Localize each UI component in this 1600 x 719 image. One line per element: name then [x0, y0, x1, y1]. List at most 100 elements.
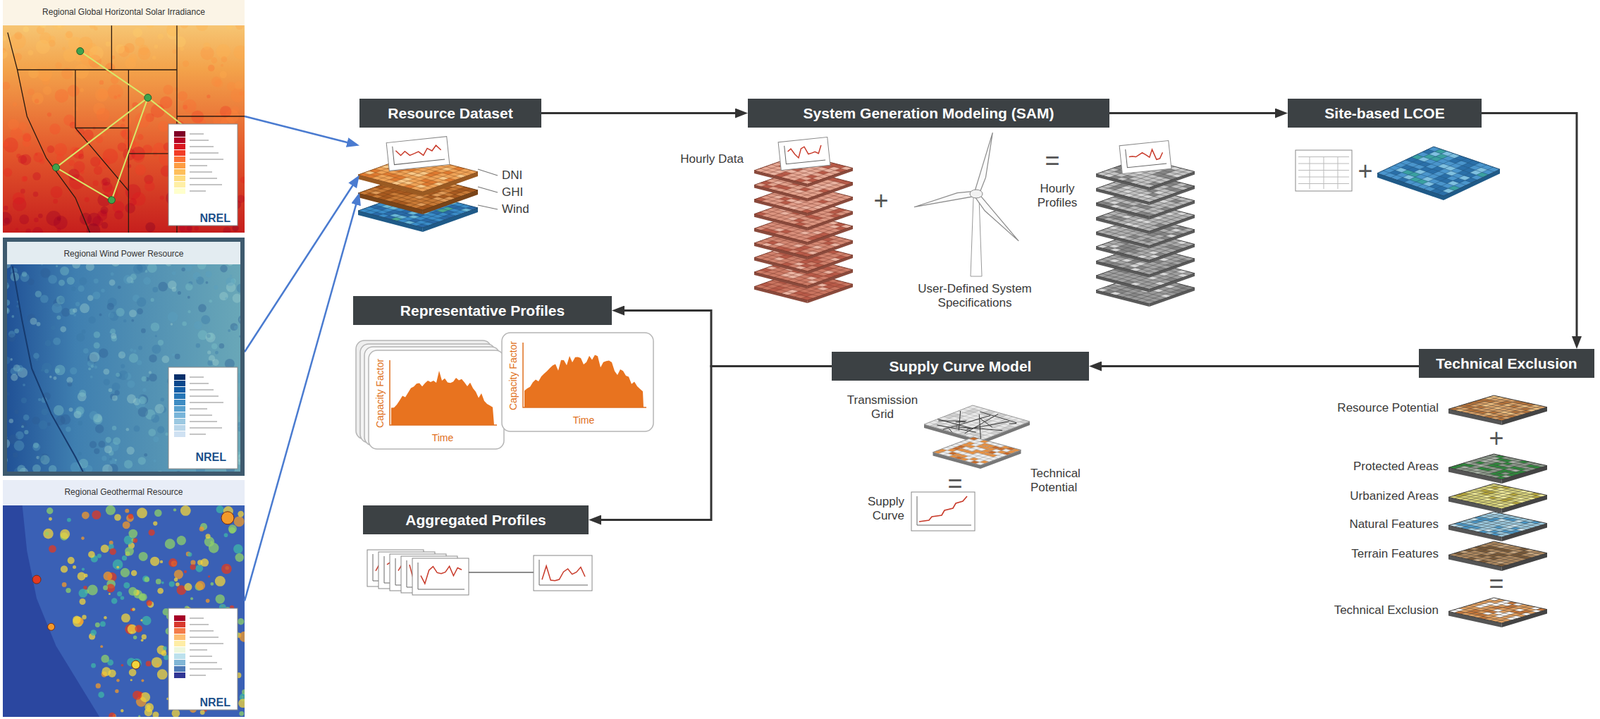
irradiance-speckle [63, 48, 77, 63]
layer-grid [416, 170, 472, 191]
wind-speckle [225, 277, 235, 287]
layer-cell [780, 248, 794, 252]
layer-cell [1175, 212, 1188, 216]
irradiance-speckle [27, 88, 35, 96]
layer-cell [429, 171, 442, 175]
layer-cell [811, 245, 824, 249]
legend-swatch-art [174, 150, 186, 156]
wind-speckle [16, 365, 24, 373]
geothermal-spot [65, 587, 71, 593]
layer-cell [835, 255, 848, 260]
process-illustrations [355, 132, 1548, 628]
wind-speckle [115, 372, 120, 378]
layer-grid [1142, 213, 1188, 230]
wind-speckle [136, 308, 144, 315]
geothermal-spot [122, 520, 131, 529]
layer-cell [442, 210, 455, 215]
layer-cell [465, 188, 478, 193]
legend-tick [189, 414, 213, 416]
legend-tick [189, 433, 206, 435]
geothermal-spot [136, 507, 148, 519]
wind-speckle [213, 285, 218, 290]
irradiance-speckle [68, 160, 75, 167]
geothermal-spot [157, 587, 164, 595]
legend-swatch-art [174, 647, 186, 653]
wind-speckle [219, 343, 225, 349]
layer-cell [432, 181, 445, 186]
wind-speckle [195, 276, 204, 285]
wind-speckle [105, 437, 111, 443]
geothermal-spot [237, 618, 244, 625]
geothermal-spot [81, 614, 86, 619]
geothermal-spot [141, 634, 147, 640]
geothermal-spot [91, 510, 101, 520]
wind-speckle [114, 458, 118, 461]
layer-cell [804, 171, 817, 175]
wind-speckle [110, 272, 115, 276]
wind-speckle [58, 279, 65, 287]
layer-cell [754, 197, 767, 201]
wind-speckle [21, 422, 27, 428]
wind-speckle [112, 425, 118, 431]
layer-cell [370, 212, 383, 216]
geothermal-spot [174, 569, 184, 579]
legend-swatch-art [174, 137, 186, 144]
leader-line [477, 205, 498, 210]
irradiance-speckle [105, 41, 111, 47]
wind-speckle [51, 303, 63, 314]
layer-cell [773, 286, 786, 290]
wind-speckle [11, 315, 15, 318]
irradiance-speckle [137, 47, 151, 60]
wind-speckle [234, 325, 239, 330]
layer-cell [1121, 189, 1135, 194]
wind-speckle [187, 310, 191, 313]
geothermal-spot [141, 616, 151, 626]
wind-speckle [112, 382, 121, 392]
layer-cell [800, 209, 814, 213]
irradiance-speckle [226, 81, 237, 91]
wind-speckle [160, 397, 165, 402]
state-boundary [17, 69, 177, 70]
layer-cell [1153, 267, 1167, 271]
legend-swatch-art [174, 393, 186, 399]
wind-speckle [93, 341, 101, 349]
geothermal-spot [72, 616, 81, 624]
geothermal-spot [60, 565, 68, 573]
irradiance-speckle [128, 53, 138, 63]
wind-speckle [133, 349, 137, 353]
wind-speckle [90, 375, 94, 379]
irradiance-speckle [33, 217, 39, 223]
irradiance-speckle [219, 71, 227, 79]
city-dot [144, 94, 152, 102]
geothermal-spot [162, 646, 167, 650]
legend-swatch-art [174, 634, 186, 640]
wind-speckle [153, 459, 157, 463]
geothermal-spot [97, 553, 102, 558]
legend-swatch-art [174, 412, 186, 418]
irradiance-speckle [74, 64, 89, 79]
irradiance-speckle [47, 112, 52, 118]
layer-cell [1153, 281, 1167, 286]
wind-speckle [142, 387, 146, 392]
city-dot [52, 164, 60, 172]
layer-side [358, 210, 423, 232]
irradiance-speckle [65, 31, 73, 39]
legend-panel [168, 367, 238, 469]
irradiance-speckle [2, 35, 8, 41]
wind-speckle [117, 285, 122, 289]
wind-speckle [93, 365, 98, 369]
map-figure [2, 237, 245, 476]
wind-speckle [20, 266, 24, 270]
wind-speckle [21, 271, 27, 277]
wind-speckle [92, 291, 101, 299]
layer-cell [1134, 262, 1147, 266]
wind-speckle [148, 428, 156, 437]
geothermal-spot [48, 517, 53, 521]
irradiance-speckle [132, 28, 143, 39]
wind-speckle [227, 329, 231, 332]
geothermal-spot [183, 570, 187, 574]
layer-cell [1108, 258, 1122, 263]
wind-speckle [151, 344, 161, 354]
geothermal-spot [138, 714, 141, 717]
